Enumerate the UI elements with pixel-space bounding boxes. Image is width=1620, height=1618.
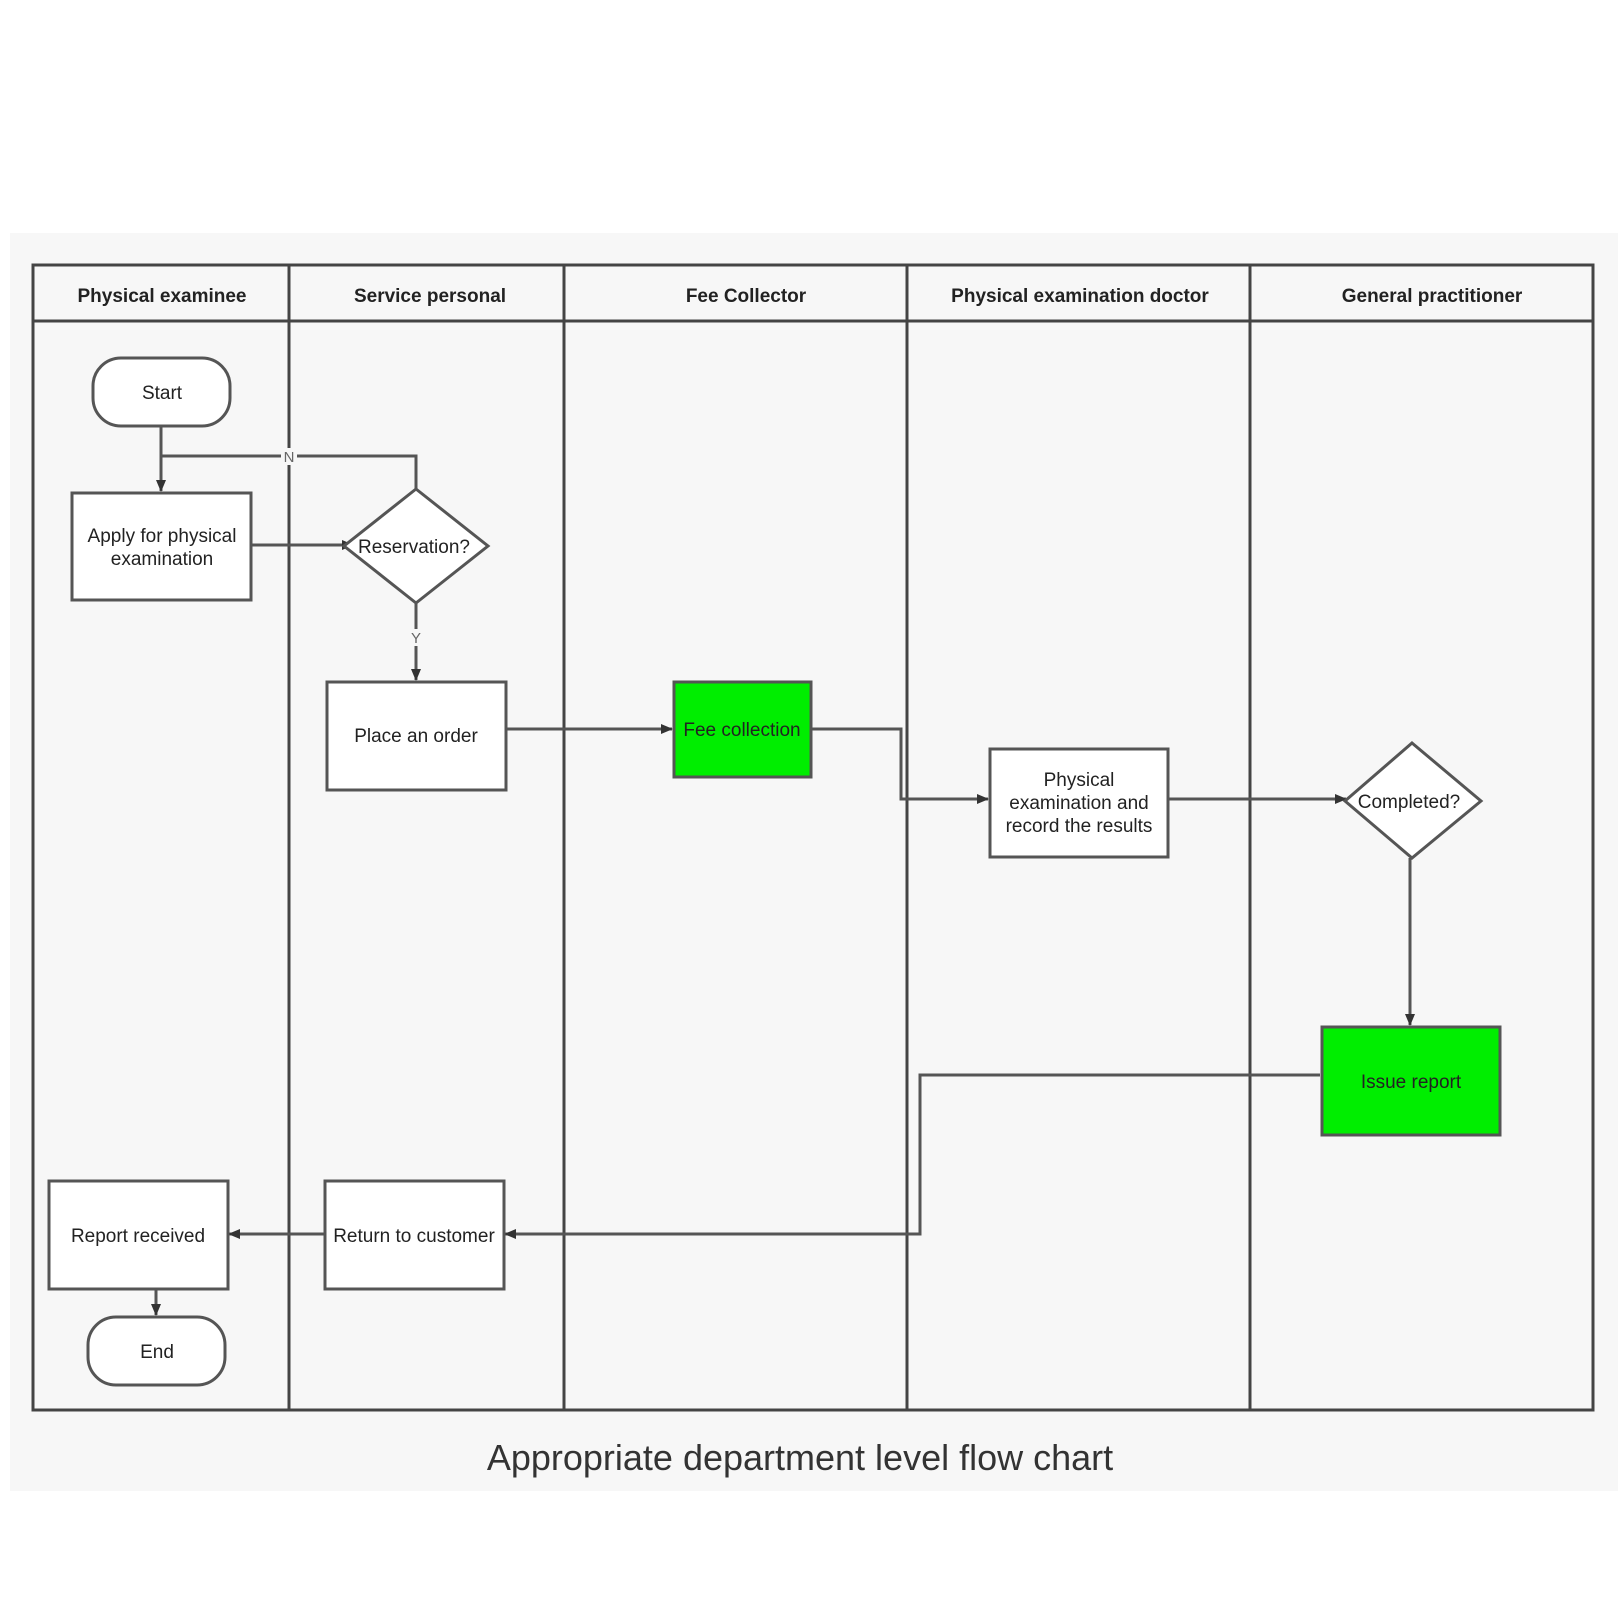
edge-reservation-no xyxy=(161,454,418,489)
node-report-received: Report received xyxy=(47,1179,230,1291)
node-apply: Apply for physical examination xyxy=(70,491,253,602)
lane-header-gp: General practitioner xyxy=(1342,286,1523,307)
node-exam: Physical examination and record the resu… xyxy=(988,747,1170,859)
node-completed: Completed? xyxy=(1342,741,1484,860)
node-issue-report: Issue report xyxy=(1320,1025,1502,1137)
node-apply-label-line1: Apply for physical xyxy=(88,526,237,547)
node-reservation-label: Reservation? xyxy=(358,537,470,558)
diagram-background xyxy=(10,233,1618,1491)
edge-fee-to-exam xyxy=(811,727,989,804)
lane-header-fee-collector: Fee Collector xyxy=(686,286,807,307)
node-start-label: Start xyxy=(142,383,183,404)
diagram-title: Appropriate department level flow chart xyxy=(487,1437,1113,1478)
node-report-received-label: Report received xyxy=(71,1226,205,1247)
swimlane-grid xyxy=(31,263,1595,1412)
node-completed-label: Completed? xyxy=(1358,792,1460,813)
node-order: Place an order xyxy=(325,680,508,792)
node-start: Start xyxy=(91,356,232,428)
edge-label-yes: Y xyxy=(411,630,421,647)
node-issue-report-label: Issue report xyxy=(1361,1072,1462,1093)
edge-issue-to-return xyxy=(504,1073,1320,1239)
node-fee-collection-label: Fee collection xyxy=(683,720,800,741)
node-end-label: End xyxy=(140,1342,174,1363)
node-order-label: Place an order xyxy=(354,726,478,747)
edge-label-no: N xyxy=(284,449,295,466)
lane-header-service: Service personal xyxy=(354,286,506,307)
node-return-to-customer-label: Return to customer xyxy=(333,1226,495,1247)
lane-header-doctor: Physical examination doctor xyxy=(951,286,1209,307)
node-return-to-customer: Return to customer xyxy=(323,1179,506,1291)
node-exam-label-line3: record the results xyxy=(1006,816,1153,837)
node-apply-label-line2: examination xyxy=(111,549,213,570)
node-exam-label-line1: Physical xyxy=(1044,770,1115,791)
node-fee-collection: Fee collection xyxy=(672,680,813,779)
node-end: End xyxy=(86,1315,227,1387)
node-exam-label-line2: examination and xyxy=(1009,793,1148,814)
node-reservation: Reservation? xyxy=(341,487,491,605)
connectors xyxy=(151,426,1415,1316)
lane-header-examinee: Physical examinee xyxy=(78,286,247,307)
